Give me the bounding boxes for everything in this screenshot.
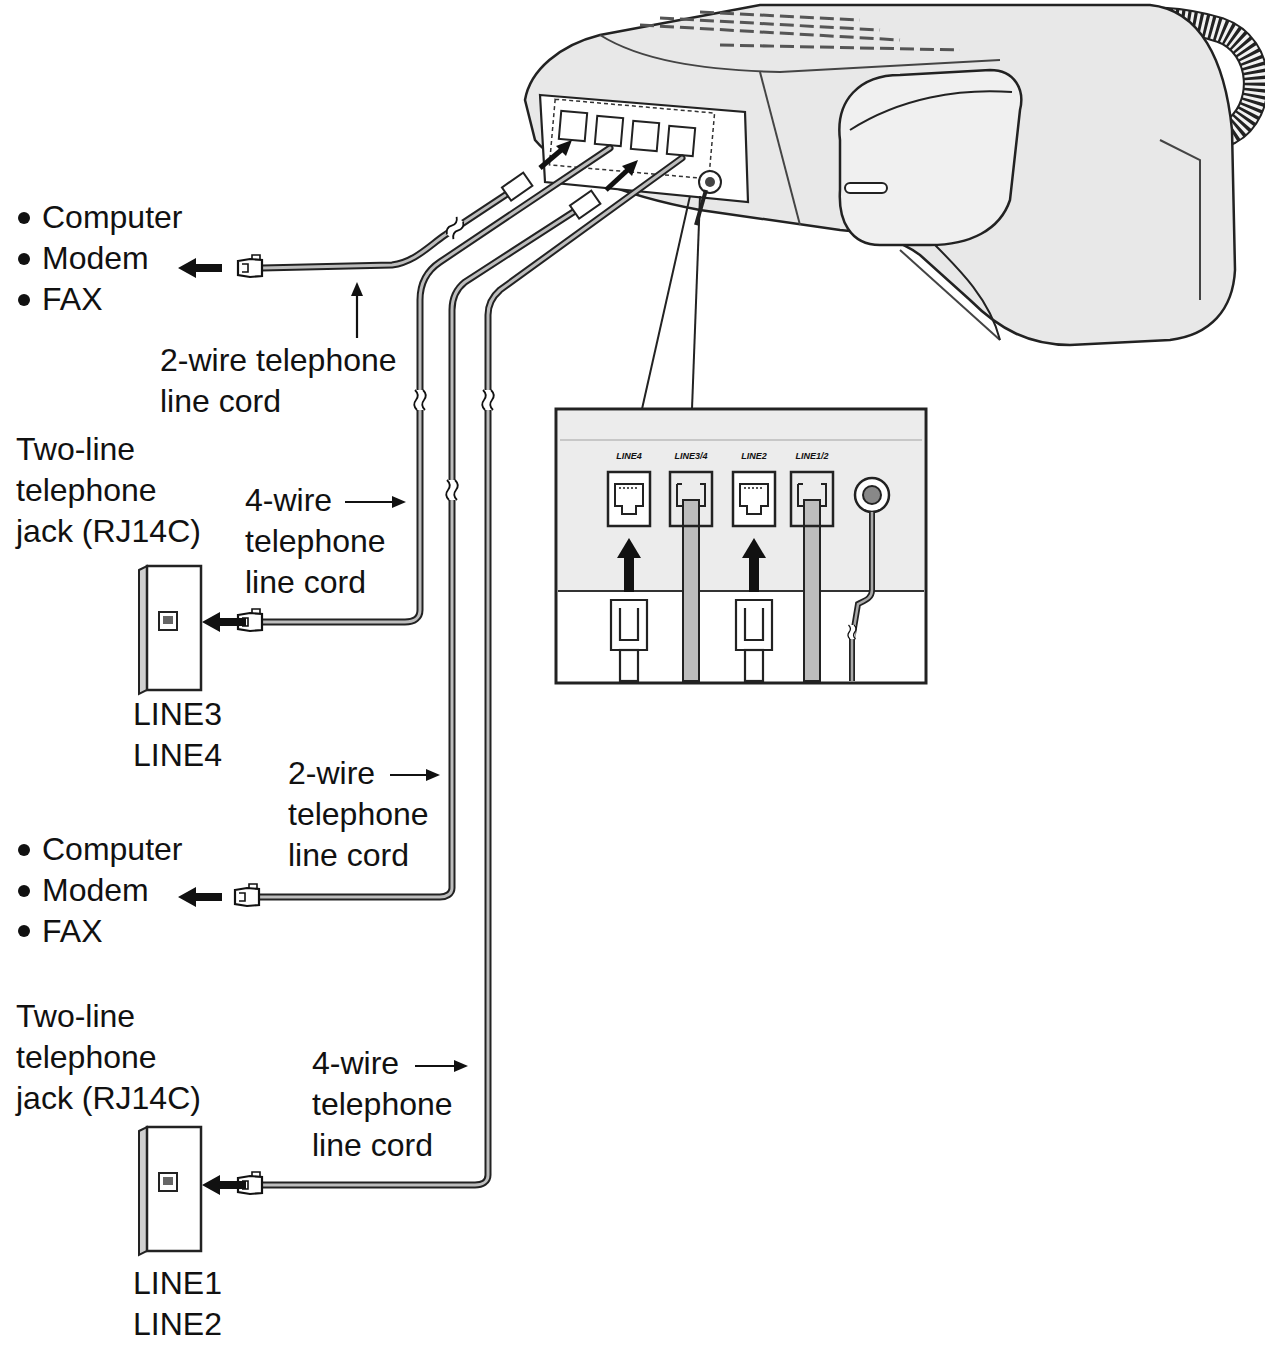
port-label: LINE3/4 [663,450,719,462]
port-label: LINE4 [601,450,657,462]
line-port: LINE1/2 [784,450,840,530]
jack-heading: Two-line telephone jack (RJ14C) [16,429,214,552]
label-slot: FAX [42,911,242,952]
port-label: LINE2 [726,450,782,462]
node-text-slot: Two-line telephone jack (RJ14C) [16,429,214,552]
label-slot: Modem [42,870,242,911]
label-slot: FAX [42,279,242,320]
wall-plate [137,1123,209,1257]
wall-jack: Two-line telephone jack (RJ14C) LINE3 LIN… [16,429,246,778]
label-slot: Computer [42,829,242,870]
label-slot: 4-wire telephone line cord [245,480,420,603]
label-text: 4-wire telephone line cord [245,480,420,603]
wall-plate [137,562,209,696]
jack-heading: Two-line telephone jack (RJ14C) [16,996,214,1119]
label-text: 2-wire telephone line cord [160,340,420,422]
node-text-slot: Two-line telephone jack (RJ14C) [16,996,214,1119]
line-name: LINE3 LINE4 [133,694,243,776]
line-name: LINE1 LINE2 [133,1263,243,1345]
label-slot: 4-wire telephone line cord [312,1043,487,1166]
label-slot: 2-wire telephone line cord [288,753,463,876]
modular-jack [731,470,777,528]
label-text: Modem [42,870,242,911]
node-text-slot: LINE1 LINE2 [133,1263,243,1345]
label-slot: Modem [42,238,242,279]
node-text-slot: LINE3 LINE4 [133,694,243,776]
modular-jack [606,470,652,528]
port-label: LINE1/2 [784,450,840,462]
label-text: Computer [42,829,242,870]
label-text: 4-wire telephone line cord [312,1043,487,1166]
label-text: 2-wire telephone line cord [288,753,463,876]
modular-jack [789,470,835,528]
label-text: Computer [42,197,242,238]
line-port: LINE4 [601,450,657,530]
label-text: FAX [42,911,242,952]
wall-jack: Two-line telephone jack (RJ14C) LINE1 LIN… [16,996,246,1347]
line-port: LINE3/4 [663,450,719,530]
label-text: Modem [42,238,242,279]
modular-jack [668,470,714,528]
label-slot: 2-wire telephone line cord [160,340,420,422]
line-port: LINE2 [726,450,782,530]
label-text: FAX [42,279,242,320]
label-slot: Computer [42,197,242,238]
